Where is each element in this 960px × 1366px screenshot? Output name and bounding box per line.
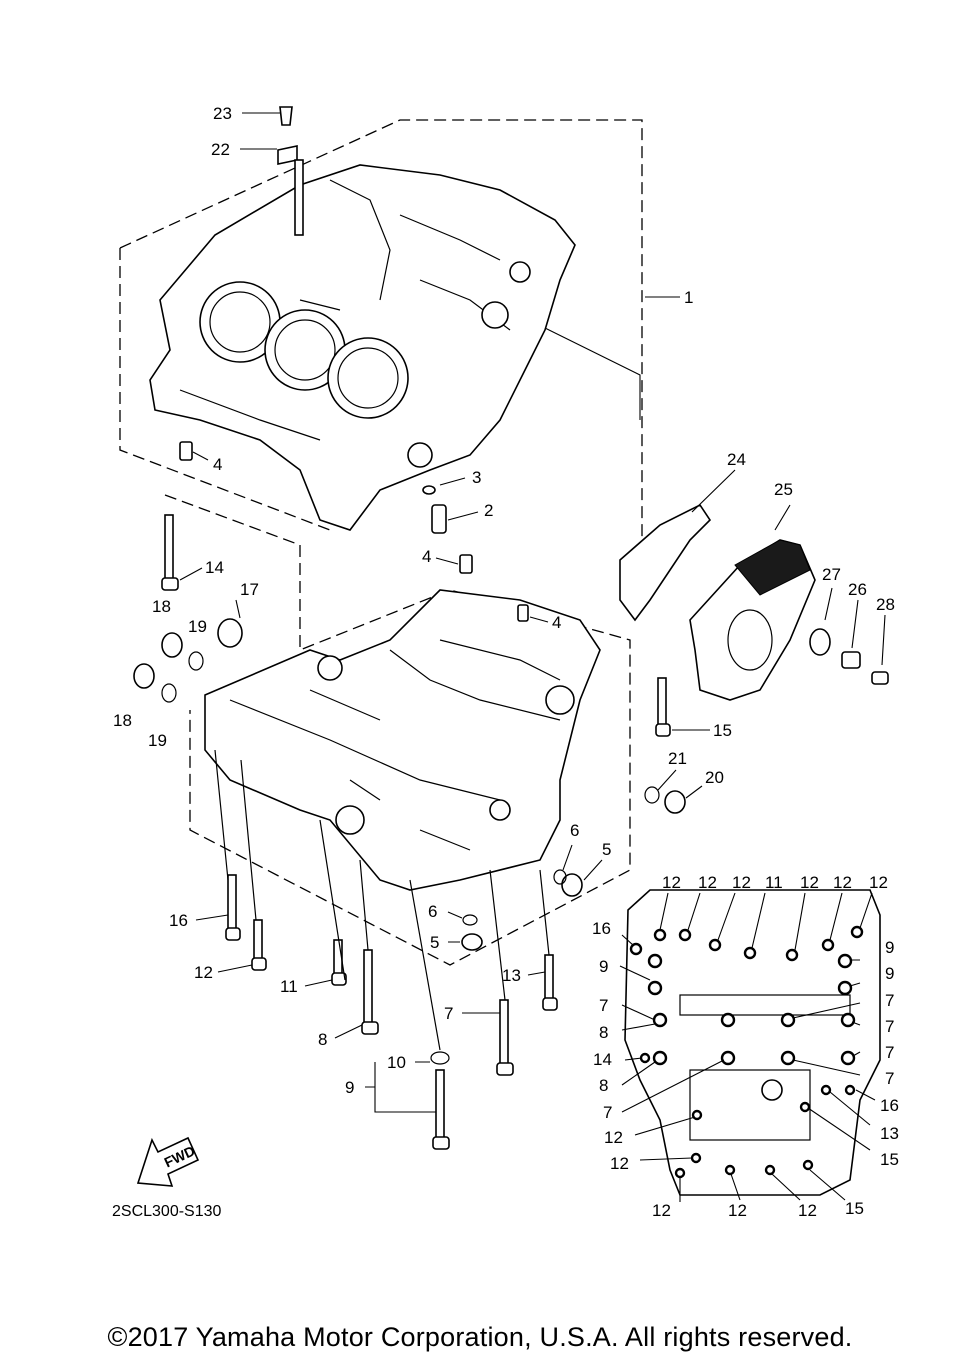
callout-19-lower: 19 — [148, 731, 167, 750]
inset-callout-top-4: 11 — [765, 873, 783, 892]
inset-callout-right-8: 13 — [880, 1124, 899, 1143]
callout-2: 2 — [484, 501, 493, 520]
inset-callout-left-3: 7 — [599, 996, 608, 1015]
callout-22: 22 — [211, 140, 230, 159]
callout-3: 3 — [472, 468, 481, 487]
copyright-notice: ©2017 Yamaha Motor Corporation, U.S.A. A… — [107, 1322, 853, 1352]
callout-4-upper: 4 — [213, 455, 222, 474]
inset-callout-right-1: 9 — [885, 938, 894, 957]
callout-18-lower: 18 — [113, 711, 132, 730]
inset-callout-right-7: 16 — [880, 1096, 899, 1115]
lower-crankcase — [133, 494, 710, 1150]
inset-callout-top-1: 12 — [662, 873, 681, 892]
callout-10-lower: 10 — [387, 1053, 406, 1072]
inset-callout-bottom-1: 12 — [652, 1201, 671, 1220]
callout-6-left: 6 — [428, 902, 437, 921]
inset-callout-left-1: 16 — [592, 919, 611, 938]
callout-25: 25 — [774, 480, 793, 499]
inset-callout-bottom-4: 15 — [845, 1199, 864, 1218]
callout-labels: 23 22 1 4 3 2 24 25 27 26 28 4 4 14 17 1… — [113, 104, 899, 1220]
callout-20: 20 — [705, 768, 724, 787]
inset-callout-bottom-3: 12 — [798, 1201, 817, 1220]
callout-23: 23 — [213, 104, 232, 123]
inset-callout-bottom-2: 12 — [728, 1201, 747, 1220]
callout-4-right: 4 — [552, 613, 561, 632]
callout-14-upper: 14 — [205, 558, 224, 577]
callout-6-right: 6 — [570, 821, 579, 840]
callout-4-mid: 4 — [422, 547, 431, 566]
inset-callout-right-6: 7 — [885, 1069, 894, 1088]
callout-8-lower: 8 — [318, 1030, 327, 1049]
inset-callout-right-4: 7 — [885, 1017, 894, 1036]
inset-callout-top-7: 12 — [869, 873, 888, 892]
inset-callout-left-5: 14 — [593, 1050, 612, 1069]
callout-15-upper: 15 — [713, 721, 732, 740]
callout-1: 1 — [684, 288, 693, 307]
callout-19-upper: 19 — [188, 617, 207, 636]
callout-28: 28 — [876, 595, 895, 614]
callout-27: 27 — [822, 565, 841, 584]
inset-callout-right-9: 15 — [880, 1150, 899, 1169]
upper-crankcase — [119, 106, 680, 545]
callout-16-lower: 16 — [169, 911, 188, 930]
inset-callout-left-9: 12 — [610, 1154, 629, 1173]
callout-9-lower: 9 — [345, 1078, 354, 1097]
inset-callout-left-4: 8 — [599, 1023, 608, 1042]
inset-callout-left-8: 12 — [604, 1128, 623, 1147]
inset-callout-top-2: 12 — [698, 873, 717, 892]
callout-24: 24 — [727, 450, 746, 469]
inset-callout-left-7: 7 — [603, 1103, 612, 1122]
callout-5-right: 5 — [602, 840, 611, 859]
callout-13-lower: 13 — [502, 966, 521, 985]
callout-18-upper: 18 — [152, 597, 171, 616]
callout-12-lower: 12 — [194, 963, 213, 982]
inset-callout-left-2: 9 — [599, 957, 608, 976]
callout-17: 17 — [240, 580, 259, 599]
callout-26: 26 — [848, 580, 867, 599]
callout-21: 21 — [668, 749, 687, 768]
inset-callout-right-5: 7 — [885, 1043, 894, 1062]
callout-5-left: 5 — [430, 933, 439, 952]
inset-callout-top-5: 12 — [800, 873, 819, 892]
inset-callout-left-6: 8 — [599, 1076, 608, 1095]
callout-7-lower: 7 — [444, 1004, 453, 1023]
diagram-code: 2SCL300-S130 — [112, 1203, 222, 1220]
fwd-arrow: FWD — [136, 1136, 200, 1187]
inset-callout-right-2: 9 — [885, 964, 894, 983]
inset-callout-top-3: 12 — [732, 873, 751, 892]
callout-11-lower: 11 — [280, 977, 298, 996]
side-cover-assembly — [619, 469, 889, 701]
inset-bolt-pattern — [619, 889, 881, 1202]
inset-callout-right-3: 7 — [885, 991, 894, 1010]
inset-callout-top-6: 12 — [833, 873, 852, 892]
